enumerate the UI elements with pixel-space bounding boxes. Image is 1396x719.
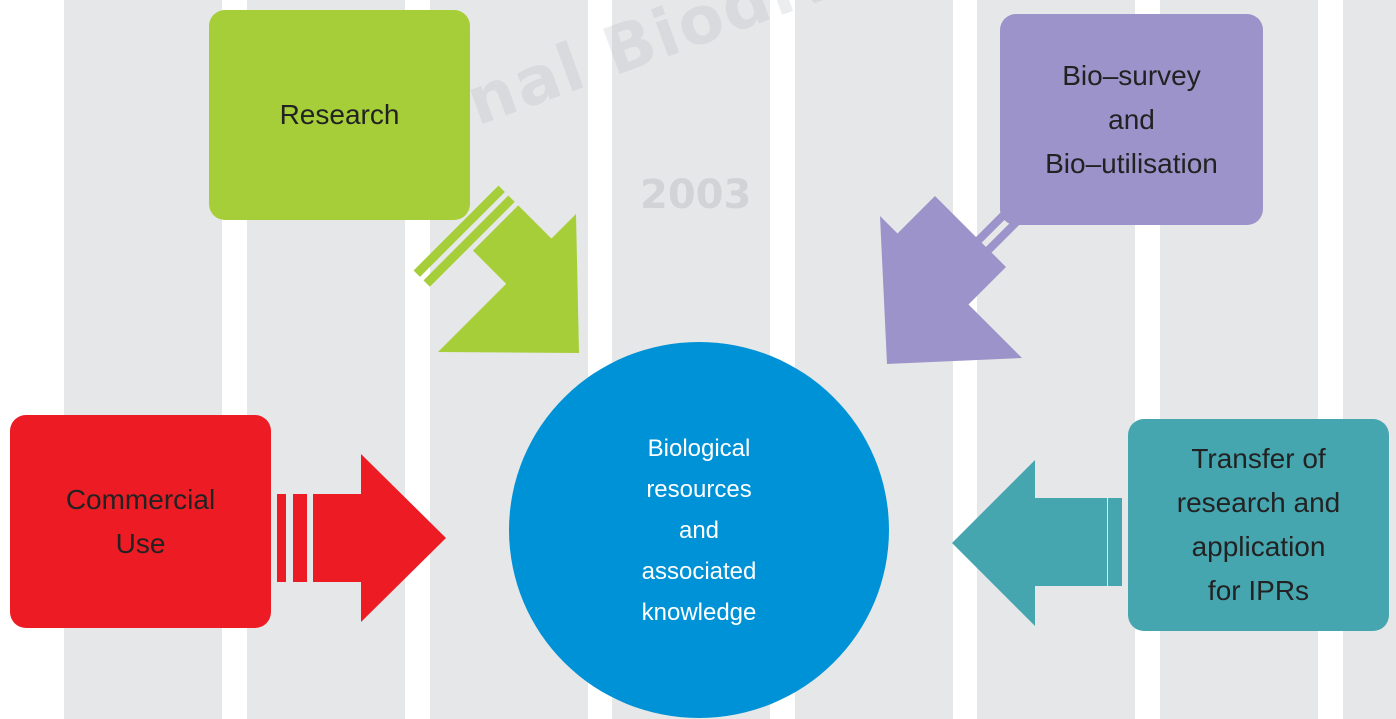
- research-arrow: [413, 185, 579, 353]
- transfer-label-line: application: [1191, 531, 1326, 562]
- research-label: Research: [279, 99, 400, 130]
- research-box: Research: [209, 10, 470, 220]
- center-label-line: associated: [641, 557, 757, 585]
- commercial-label-line: Commercial: [65, 483, 216, 515]
- center-label-line: knowledge: [641, 598, 757, 626]
- biosurvey-label-line: Bio–utilisation: [1045, 147, 1218, 179]
- transfer-arrow: [952, 460, 1122, 626]
- biosurvey-box: Bio–survey and Bio–utilisation: [1000, 14, 1263, 225]
- biosurvey-label-line: Bio–survey: [1062, 59, 1201, 91]
- center-label-line: and: [678, 516, 720, 544]
- commercial-use-box: Commercial Use: [10, 415, 271, 628]
- watermark-year: 2003: [640, 172, 752, 218]
- commercial-arrow: [277, 454, 446, 622]
- transfer-label-line: for IPRs: [1207, 575, 1310, 606]
- center-label-line: Biological: [647, 434, 751, 462]
- transfer-label-line: research and: [1176, 487, 1341, 518]
- center-label-line: resources: [646, 475, 752, 503]
- transfer-box: Transfer of research and application for…: [1128, 419, 1389, 631]
- biosurvey-label-line: and: [1108, 103, 1155, 135]
- transfer-label-line: Transfer of: [1191, 443, 1326, 474]
- central-node-circle: Biological resources and associated know…: [509, 342, 889, 718]
- commercial-label-line: Use: [115, 527, 166, 559]
